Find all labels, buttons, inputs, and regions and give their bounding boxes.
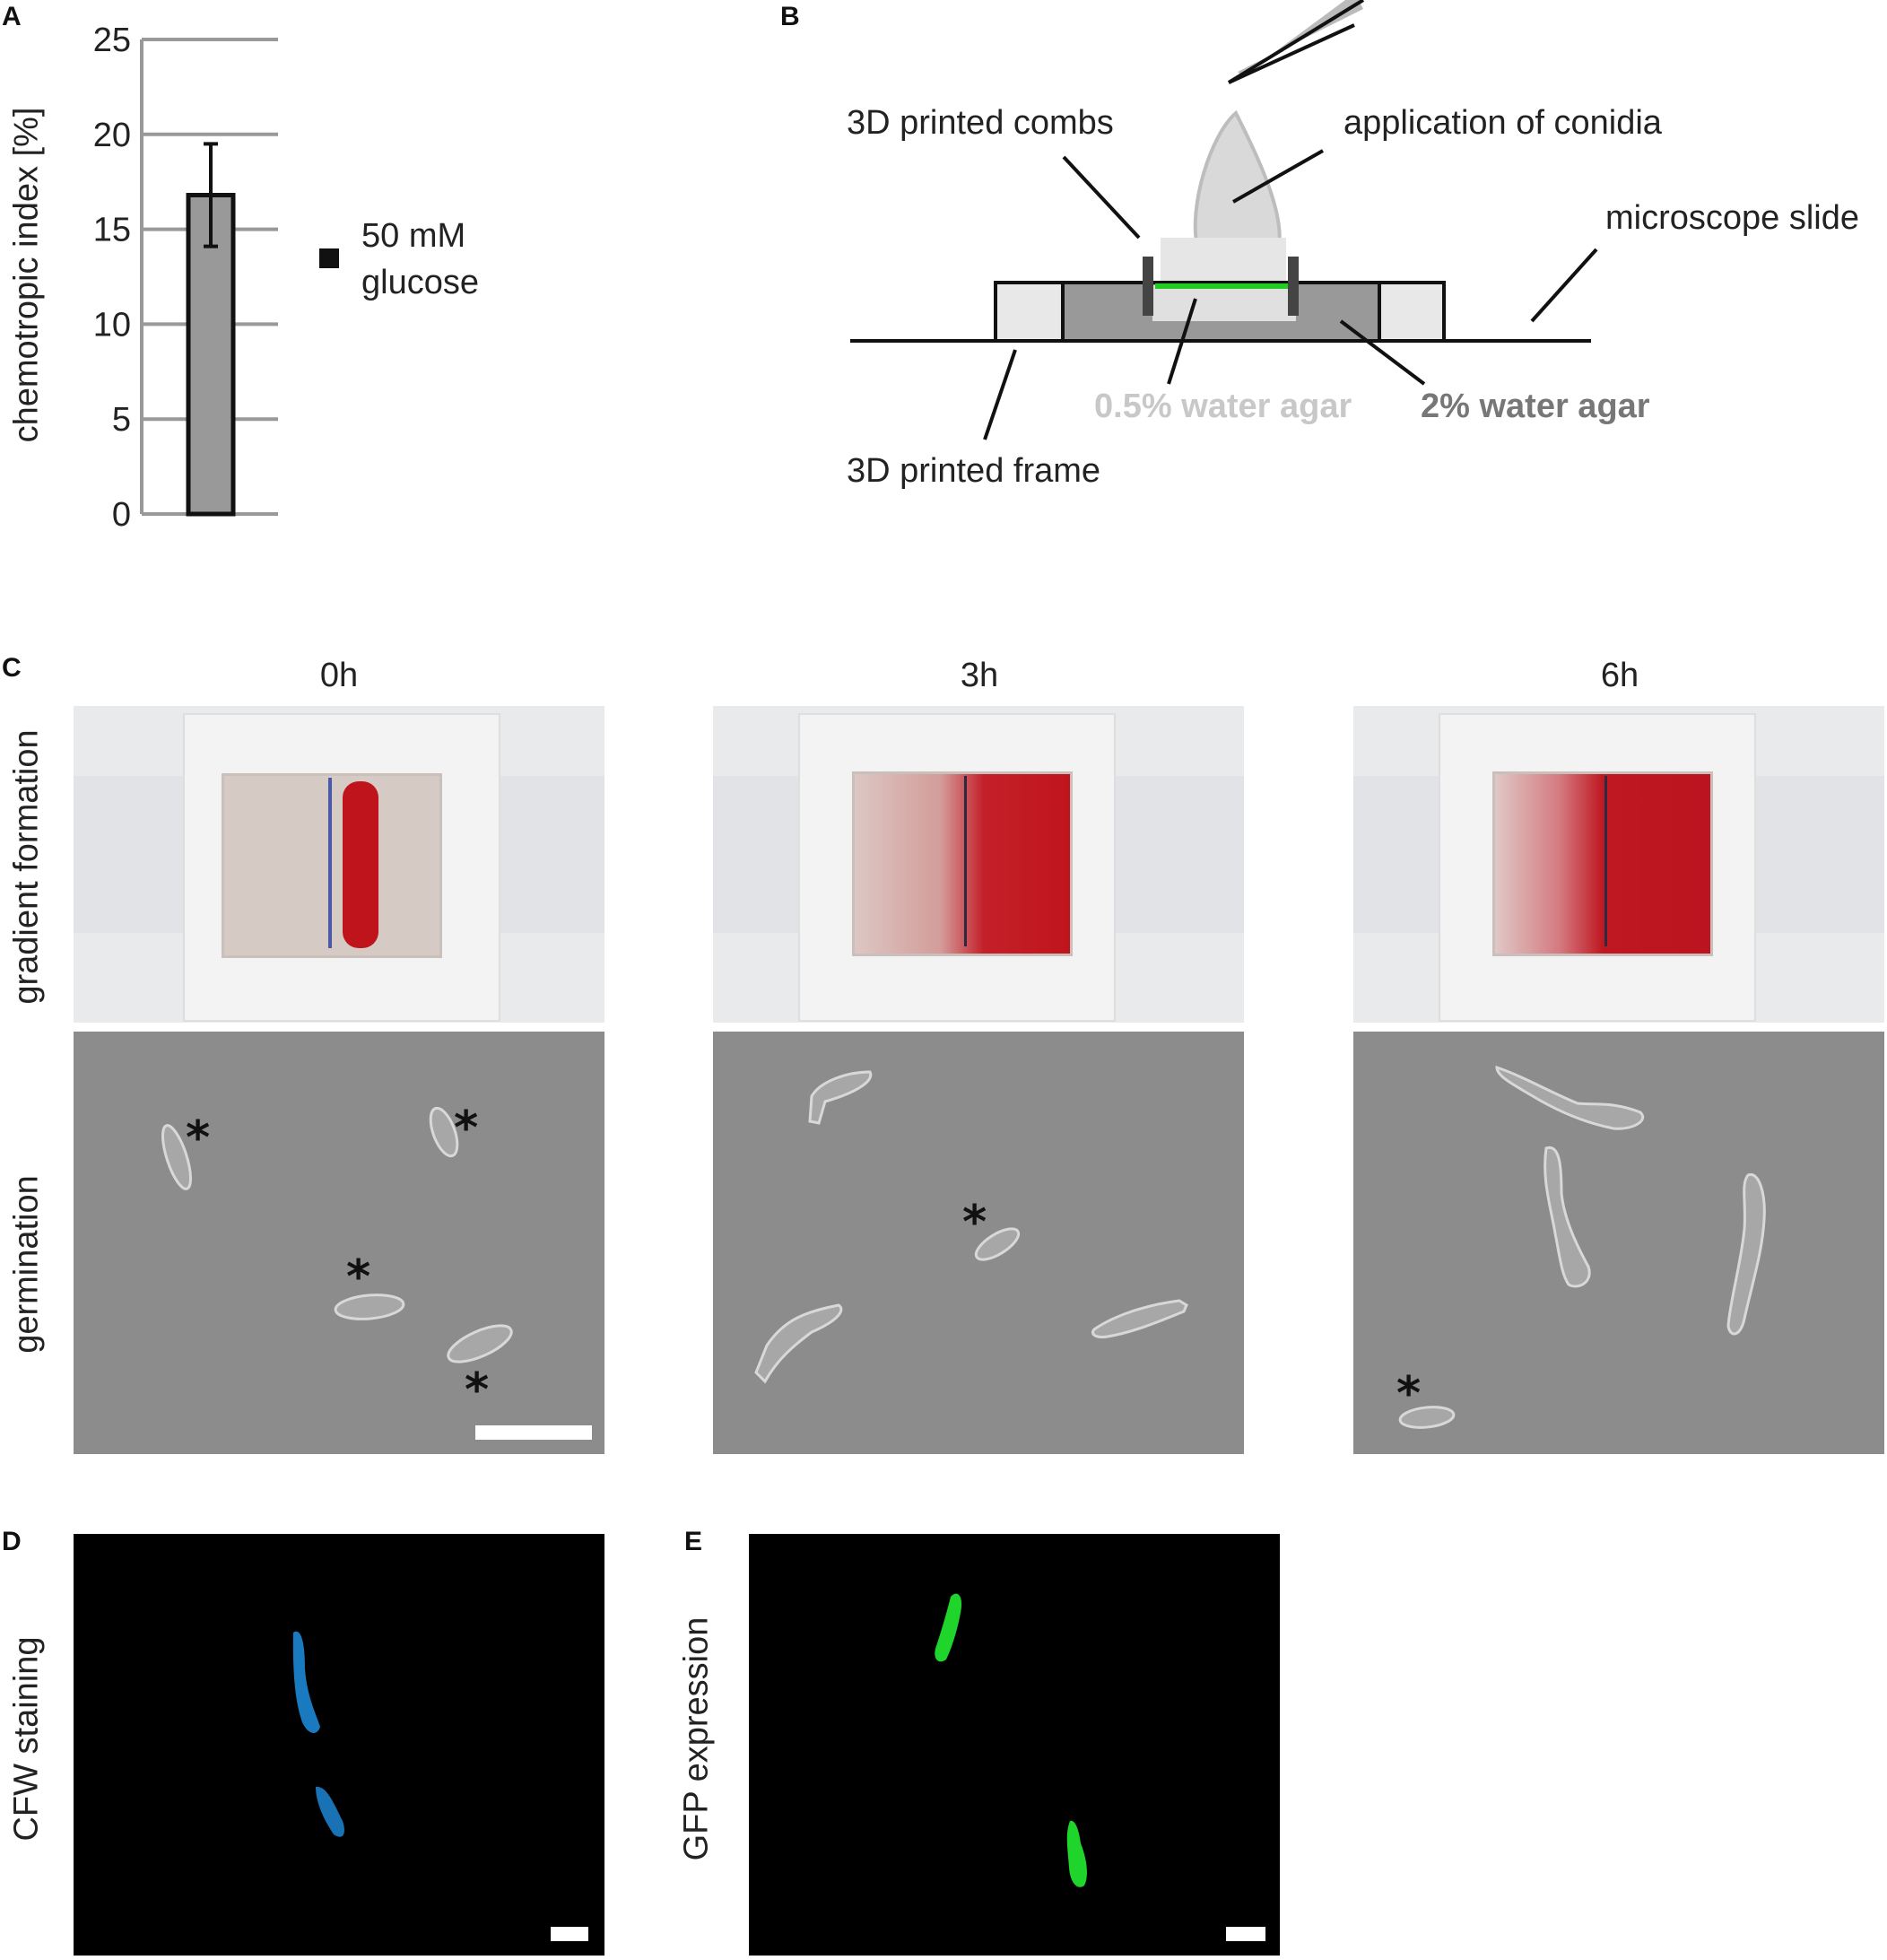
germling: [754, 1303, 843, 1384]
conidium: [334, 1294, 405, 1320]
slide-label: microscope slide: [1605, 199, 1859, 237]
asterisk-marker: *: [454, 1102, 479, 1155]
leader-soft: [1167, 298, 1197, 385]
germling: [808, 1070, 873, 1125]
bar-glucose: [186, 193, 236, 517]
asterisk-marker: *: [962, 1196, 987, 1250]
gradient-photo-0h: [74, 706, 604, 1023]
legend-swatch: [319, 248, 339, 268]
row-label-gradient: gradient formation: [7, 729, 46, 1005]
leader-hard: [1339, 319, 1426, 386]
gradient-photo-6h: [1353, 706, 1884, 1023]
soft-agar-well: [1152, 285, 1296, 321]
asterisk-marker: *: [465, 1363, 490, 1417]
asterisk-marker: *: [346, 1250, 371, 1304]
panel-letter-a: A: [2, 2, 22, 31]
gfp-cell: [1066, 1820, 1087, 1887]
germling: [1726, 1172, 1766, 1336]
row-label-germination: germination: [7, 1175, 46, 1354]
conidium: [429, 1106, 459, 1158]
conidia-layer: [1398, 1065, 1766, 1429]
conidia-layer: [754, 1070, 1188, 1384]
time-label-3h: 3h: [960, 657, 999, 694]
conidium: [447, 1324, 513, 1363]
conidium: [161, 1124, 192, 1190]
agar-well: [1492, 771, 1713, 956]
conidium: [974, 1227, 1021, 1261]
leader-slide: [1530, 248, 1598, 323]
agar-well: [852, 771, 1073, 956]
marker-line: [328, 778, 332, 948]
time-label-0h: 0h: [319, 657, 359, 694]
panel-letter-e: E: [684, 1527, 703, 1556]
frame-label: 3D printed frame: [847, 452, 1101, 490]
hard-agar-label: 2% water agar: [1421, 388, 1650, 425]
leader-combs: [1062, 155, 1141, 240]
setup-diagram: [850, 0, 1598, 440]
gfp-label: GFP expression: [677, 1616, 716, 1861]
legend-label-line1: 50 mM: [361, 217, 466, 255]
scale-bar: [1226, 1927, 1265, 1941]
conidia-layer: [161, 1106, 513, 1363]
conidia-label: application of conidia: [1344, 104, 1662, 142]
frame-right: [1378, 281, 1446, 343]
germination-photo-3h: [713, 1032, 1244, 1454]
germination-photo-6h: [1353, 1032, 1884, 1454]
scale-bar: [475, 1425, 592, 1440]
conidium: [1398, 1406, 1456, 1429]
gfp-photo: [749, 1534, 1280, 1956]
asterisk-marker: *: [1396, 1367, 1422, 1421]
gfp-cell: [935, 1593, 962, 1662]
legend-label-line2: glucose: [361, 264, 479, 301]
germling: [1091, 1299, 1188, 1338]
cfw-cell: [292, 1631, 320, 1733]
germling: [1544, 1146, 1591, 1288]
panel-letter-d: D: [2, 1527, 22, 1556]
y-tick-label: 15: [93, 212, 131, 249]
leader-conidia: [1232, 149, 1324, 204]
time-label-6h: 6h: [1600, 657, 1639, 694]
asterisk-marker: *: [186, 1111, 211, 1165]
bar-chart: 0 5 10 15 20 25: [93, 22, 278, 534]
comb-right: [1288, 257, 1299, 316]
cfw-label: CFW staining: [7, 1636, 46, 1842]
gfp-cells: [935, 1593, 1087, 1887]
combs-label: 3D printed combs: [847, 104, 1114, 142]
pipette-edge-line: [1228, 23, 1355, 84]
germling: [1495, 1065, 1644, 1130]
agar-well: [222, 773, 442, 958]
frame-left: [994, 281, 1065, 343]
red-dye-stripe: [343, 781, 378, 948]
y-tick-label: 10: [93, 306, 131, 344]
y-tick-label: 0: [112, 496, 131, 534]
comb-left: [1143, 257, 1153, 316]
gradient-photo-3h: [713, 706, 1244, 1023]
y-tick-label: 20: [93, 117, 131, 154]
cfw-cells: [292, 1631, 344, 1837]
marker-line: [1604, 776, 1607, 946]
germination-photo-0h: [74, 1032, 604, 1454]
panel-letter-c: C: [2, 653, 22, 683]
scale-bar: [551, 1927, 588, 1941]
y-tick-label: 25: [93, 22, 131, 59]
cfw-cell: [316, 1786, 344, 1837]
marker-line: [964, 776, 967, 946]
pipette-edge-line: [1227, 0, 1365, 84]
leader-frame: [983, 349, 1017, 440]
panel-letter-b: B: [780, 2, 800, 31]
cfw-photo: [74, 1534, 604, 1956]
y-tick-label: 5: [112, 401, 131, 439]
soft-agar-label: 0.5% water agar: [1094, 388, 1352, 425]
